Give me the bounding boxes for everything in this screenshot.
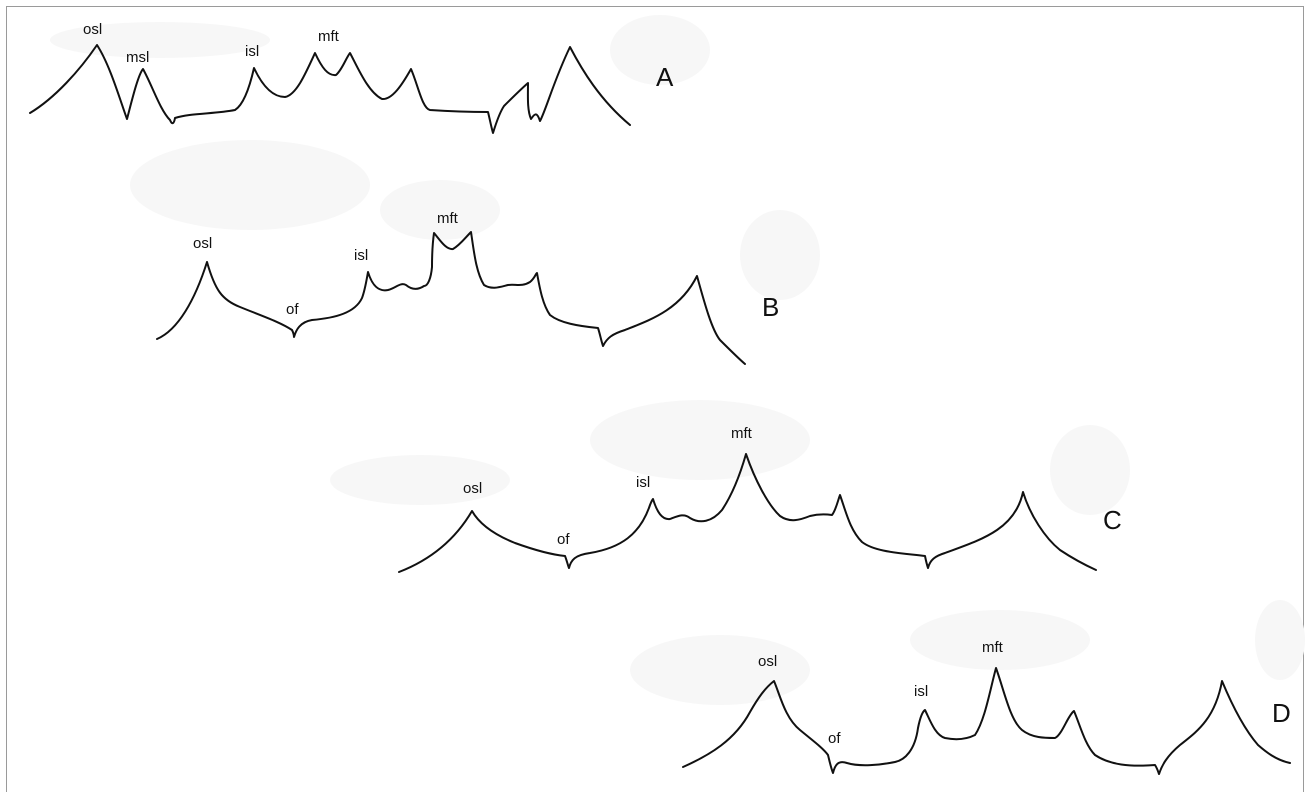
label-osl: osl [193,235,212,252]
label-isl: isl [245,43,259,60]
panel-d: osl of isl mft D [682,639,1291,775]
panel-d-profile [682,667,1291,775]
label-mft: mft [318,28,340,45]
panel-c: osl of isl mft C [398,425,1122,573]
label-osl: osl [83,21,102,38]
panel-letter-a: A [656,62,674,92]
label-mft: mft [982,639,1004,656]
panel-letter-d: D [1272,698,1291,728]
panel-a: osl msl isl mft A [29,21,674,134]
panel-b-profile [156,231,746,365]
label-msl: msl [126,49,149,66]
panel-letter-c: C [1103,505,1122,535]
label-of: of [828,730,841,747]
label-osl: osl [463,480,482,497]
label-osl: osl [758,653,777,670]
panel-letter-b: B [762,292,779,322]
label-isl: isl [636,474,650,491]
label-isl: isl [354,247,368,264]
label-mft: mft [731,425,753,442]
label-of: of [557,531,570,548]
label-of: of [286,301,299,318]
background-smudges [50,15,1305,705]
panel-b: osl of isl mft B [156,210,779,365]
label-isl: isl [914,683,928,700]
panel-a-profile [29,44,631,134]
label-mft: mft [437,210,459,227]
figure-frame [6,6,1304,792]
panel-c-profile [398,453,1097,573]
